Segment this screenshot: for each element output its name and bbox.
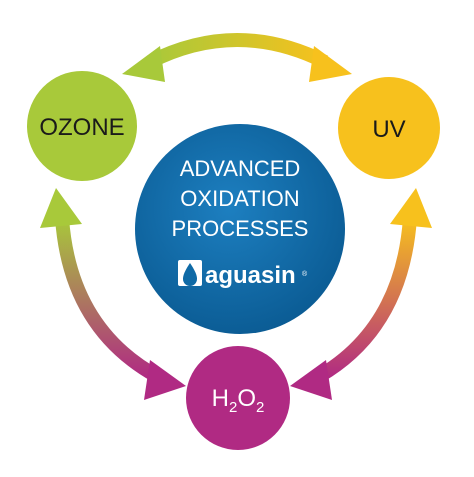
h2o2-sub-1: 2 <box>229 399 237 416</box>
center-title-line-2: OXIDATION <box>180 186 299 211</box>
h2o2-node: H2O2 <box>186 346 290 450</box>
uv-node: UV <box>338 77 440 179</box>
center-node: ADVANCED OXIDATION PROCESSES aguasin ® <box>135 124 345 334</box>
center-title-line-3: PROCESSES <box>172 216 309 241</box>
center-title-line-1: ADVANCED <box>180 156 301 181</box>
brand-registered-mark: ® <box>302 270 308 278</box>
ozone-uv-arrow <box>122 33 352 82</box>
ozone-node: OZONE <box>27 71 137 181</box>
uv-label: UV <box>372 116 405 143</box>
h2o2-h: H <box>212 385 229 412</box>
brand-name: aguasin <box>205 262 296 289</box>
h2o2-o: O <box>237 385 256 412</box>
h2o2-sub-2: 2 <box>256 399 264 416</box>
h2o2-label: H2O2 <box>212 385 265 416</box>
brand-logo: aguasin ® <box>178 260 308 289</box>
ozone-h2o2-arrow <box>40 188 186 400</box>
ozone-label: OZONE <box>39 114 124 141</box>
uv-h2o2-arrow <box>290 188 432 400</box>
